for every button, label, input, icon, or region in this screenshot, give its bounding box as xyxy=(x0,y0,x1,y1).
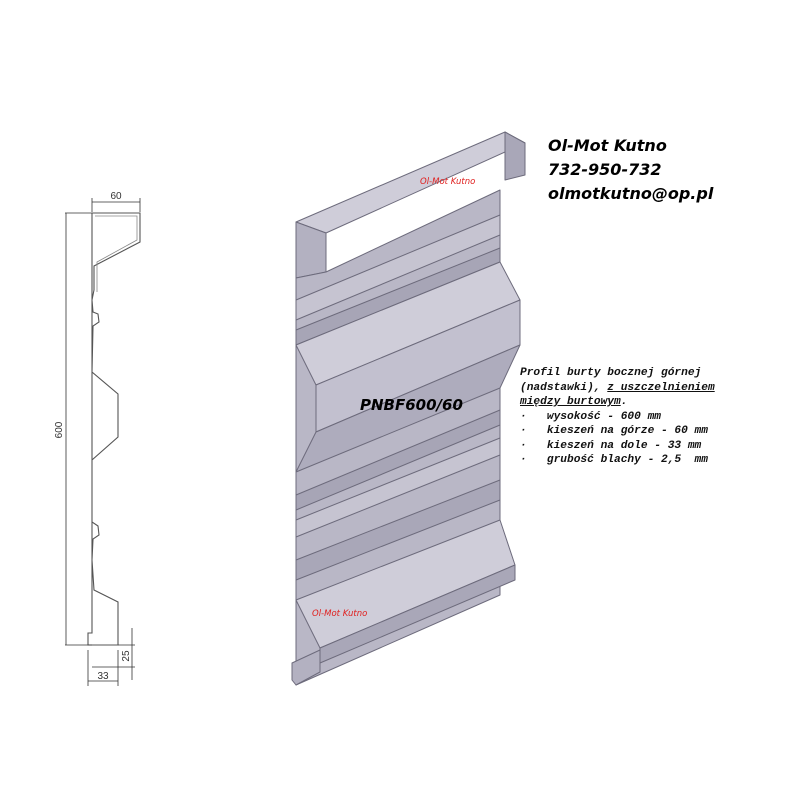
product-label: PNBF600/60 xyxy=(360,396,463,414)
spec-height: wysokość - 600 mm xyxy=(546,410,661,423)
description-line-1: Profil burty bocznej górnej xyxy=(520,367,702,379)
spec-bottom-pocket: kieszeń na dole - 33 mm xyxy=(546,439,702,452)
dimension-top-width: 60 xyxy=(110,191,122,202)
company-phone: 732-950-732 xyxy=(548,160,662,179)
bottom-lip xyxy=(291,649,321,686)
lower-rib xyxy=(295,409,501,511)
top-pocket-side-face xyxy=(504,131,526,181)
dimension-bottom-height: 25 xyxy=(121,650,132,662)
watermark-top: Ol-Mot Kutno xyxy=(420,177,475,187)
profile-cross-section xyxy=(87,212,141,646)
dimension-bottom-width: 33 xyxy=(97,671,109,682)
description-line-3-end: . xyxy=(620,396,628,408)
watermark-bottom: Ol-Mot Kutno xyxy=(312,609,367,619)
dimension-lines xyxy=(65,198,141,686)
spec-item: · grubość blachy - 2,5 mm xyxy=(520,454,708,466)
upper-rib xyxy=(295,214,501,321)
product-description: Profil burty bocznej górnej (nadstawki),… xyxy=(520,366,715,468)
spec-item: · kieszeń na dole - 33 mm xyxy=(520,439,702,452)
lower-rib-2 xyxy=(295,437,501,538)
company-email: olmotkutno@op.pl xyxy=(548,184,714,203)
description-line-2a: (nadstawki), xyxy=(520,381,608,394)
company-name: Ol-Mot Kutno xyxy=(548,136,667,155)
spec-top-pocket: kieszeń na górze - 60 mm xyxy=(546,425,708,437)
spec-thickness: grubość blachy - 2,5 mm xyxy=(546,454,708,466)
description-line-2b: z uszczelnieniem xyxy=(607,381,715,394)
dimension-height: 600 xyxy=(54,421,65,438)
panel-3d-render xyxy=(291,131,526,686)
spec-item: · wysokość - 600 mm xyxy=(520,410,661,423)
lower-band xyxy=(295,479,501,581)
spec-item: · kieszeń na górze - 60 mm xyxy=(520,425,708,437)
center-bulge-bottom xyxy=(295,344,521,473)
description-line-3: między burtowym xyxy=(520,396,621,408)
